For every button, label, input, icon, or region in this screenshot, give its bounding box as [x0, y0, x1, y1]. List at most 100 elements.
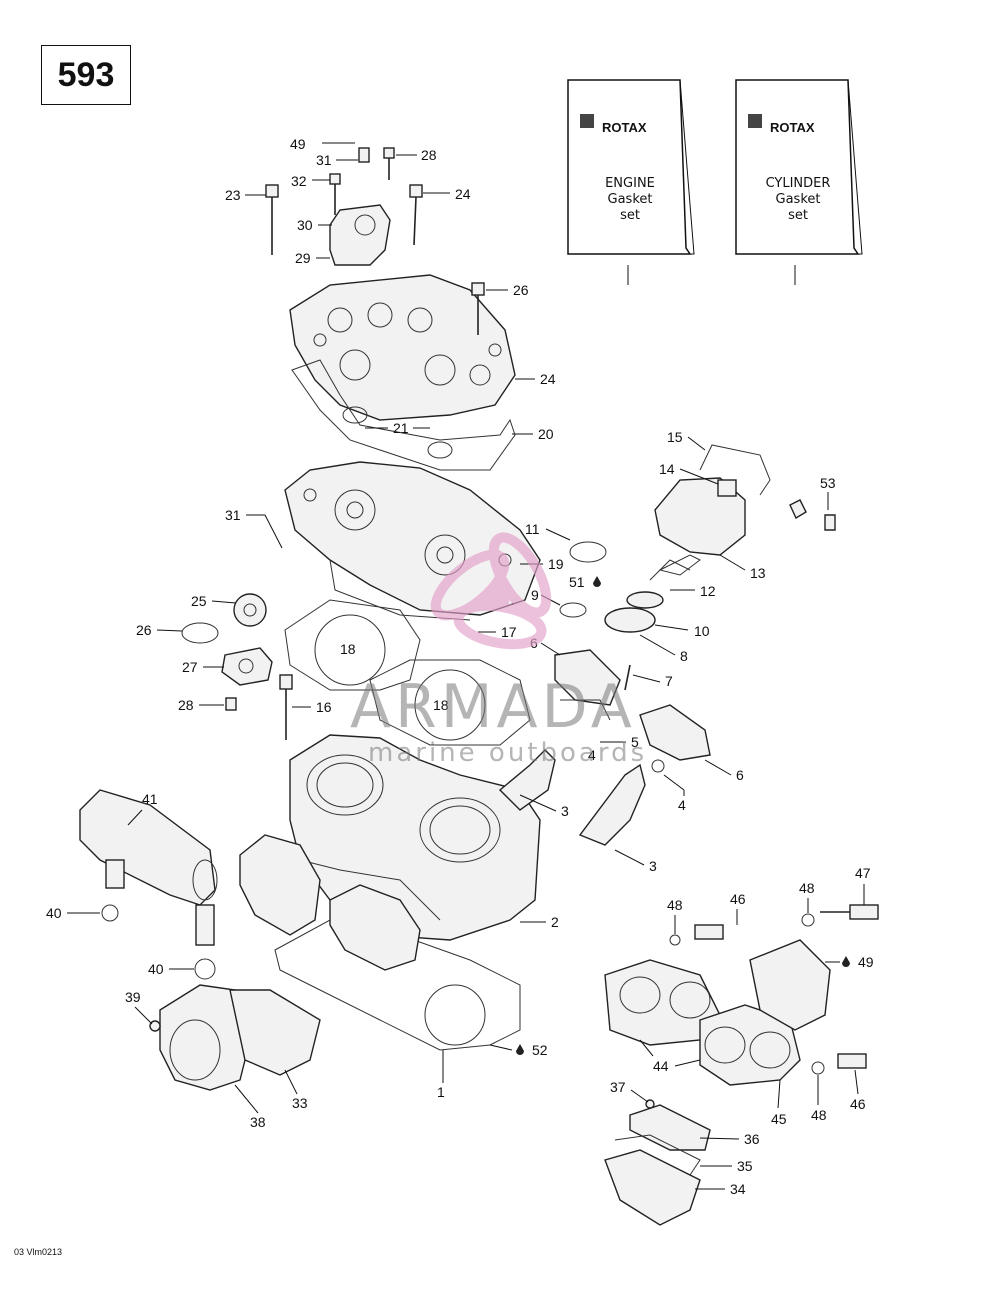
top-bolts [265, 147, 485, 335]
cylinder-gasket-kit: ROTAX CYLINDER Gasket set [734, 79, 863, 262]
callout-33: 33 [292, 1095, 308, 1111]
rave-valve-assembly [498, 444, 836, 846]
page-number-box: 593 [41, 45, 131, 105]
callout-32: 32 [291, 173, 307, 189]
callout-40a: 40 [46, 905, 62, 921]
head-cover-gasket [291, 359, 516, 471]
callout-6b: 6 [736, 767, 744, 783]
callout-15: 15 [667, 429, 683, 445]
callout-51: 51 [569, 574, 585, 590]
engine-kit-box-icon [567, 79, 695, 255]
watermark-subtitle: marine outboards [368, 738, 648, 768]
callout-3b: 3 [649, 858, 657, 874]
engine-gasket-kit: ROTAX ENGINE Gasket set [566, 79, 695, 262]
reed-valve [604, 1099, 711, 1226]
water-outlet-fitting [329, 204, 391, 266]
cylinder-head [284, 461, 541, 621]
drop-icon [593, 576, 601, 587]
callout-36: 36 [744, 1131, 760, 1147]
callout-9: 9 [531, 587, 539, 603]
callout-25: 25 [191, 593, 207, 609]
exhaust-manifold [79, 789, 218, 946]
callout-21: 21 [393, 420, 409, 436]
callout-53: 53 [820, 475, 836, 491]
callout-30: 30 [297, 217, 313, 233]
callout-5: 5 [631, 734, 639, 750]
callout-47: 47 [855, 865, 871, 881]
exhaust-cover-right [329, 884, 421, 971]
engine-kit-line1: ENGINE [605, 176, 655, 191]
callout-10: 10 [694, 623, 710, 639]
cylinder-kit-line2: Gasket [775, 192, 821, 207]
callout-26b: 26 [136, 622, 152, 638]
drop-icon [842, 956, 850, 967]
head-gasket-right [369, 659, 531, 746]
callout-24a: 24 [455, 186, 471, 202]
callout-26a: 26 [513, 282, 529, 298]
callout-28b: 28 [178, 697, 194, 713]
callout-46b: 46 [850, 1096, 866, 1112]
callout-46a: 46 [730, 891, 746, 907]
callout-49b: 49 [858, 954, 874, 970]
callout-3a: 3 [561, 803, 569, 819]
callout-18b: 18 [433, 697, 449, 713]
callout-4a: 4 [588, 747, 596, 763]
callout-19: 19 [548, 556, 564, 572]
cylinder-kit-line1: CYLINDER [765, 176, 831, 191]
callout-18a: 18 [340, 641, 356, 657]
callout-40b: 40 [148, 961, 164, 977]
rotax-gear-icon [580, 114, 594, 128]
footer-code: 03 Vlm0213 [14, 1247, 63, 1257]
callout-2: 2 [551, 914, 559, 930]
watermark-title: ARMADA [350, 672, 636, 742]
callout-31: 31 [316, 152, 332, 168]
callout-31b: 31 [225, 507, 241, 523]
cylinder-head-cover [289, 274, 516, 421]
callout-20: 20 [538, 426, 554, 442]
callout-35: 35 [737, 1158, 753, 1174]
cylinder-kit-brand: ROTAX [770, 120, 815, 135]
callout-27: 27 [182, 659, 198, 675]
engine-kit-line2: Gasket [607, 192, 653, 207]
clamp-40b [194, 958, 216, 980]
callout-23: 23 [225, 187, 241, 203]
engine-kit-brand: ROTAX [602, 120, 647, 135]
callout-38: 38 [250, 1114, 266, 1130]
cylinder-kit-box-icon [735, 79, 863, 255]
callout-4b: 4 [678, 797, 686, 813]
callout-48c: 48 [811, 1107, 827, 1123]
callout-39: 39 [125, 989, 141, 1005]
callout-37: 37 [610, 1079, 626, 1095]
callout-45: 45 [771, 1111, 787, 1127]
page-number: 593 [57, 55, 115, 94]
callout-17: 17 [501, 624, 517, 640]
callout-52: 52 [532, 1042, 548, 1058]
callout-49: 49 [290, 136, 306, 152]
callout-48b: 48 [667, 897, 683, 913]
exhaust-cover-left [239, 834, 321, 936]
drop-icon [516, 1044, 524, 1055]
cylinder-kit-line3: set [788, 208, 808, 223]
callout-16: 16 [316, 699, 332, 715]
callout-7: 7 [665, 673, 673, 689]
callout-34: 34 [730, 1181, 746, 1197]
exhaust-outlet [604, 904, 879, 1086]
callout-12: 12 [700, 583, 716, 599]
callout-labels: 49 28 31 32 24 23 30 29 26 24 21 20 15 1… [46, 136, 874, 1197]
callout-29: 29 [295, 250, 311, 266]
watermark-propeller-icon [430, 532, 552, 650]
callout-14: 14 [659, 461, 675, 477]
head-gasket-left [284, 599, 421, 691]
callout-48a: 48 [799, 880, 815, 896]
callout-1: 1 [437, 1084, 445, 1100]
callout-44: 44 [653, 1058, 669, 1074]
thermostat-assembly [181, 593, 293, 740]
callout-28: 28 [421, 147, 437, 163]
clamp-40a [101, 904, 119, 922]
callout-41: 41 [142, 791, 158, 807]
callout-8: 8 [680, 648, 688, 664]
engine-kit-line3: set [620, 208, 640, 223]
callout-11: 11 [525, 521, 540, 537]
callout-13: 13 [750, 565, 766, 581]
